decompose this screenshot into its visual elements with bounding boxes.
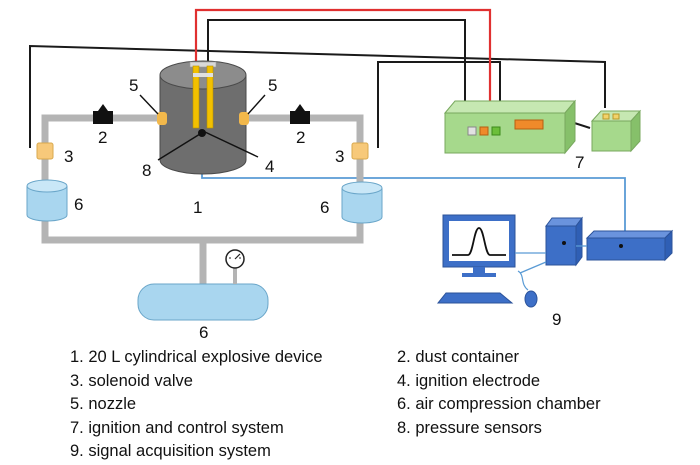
data-acquisition-box: [545, 216, 583, 267]
solenoid-valve-right: [351, 142, 369, 160]
legend-item: 2. dust container: [397, 348, 519, 366]
nozzle-left: [157, 112, 167, 125]
callout-ignition-system: 7: [575, 153, 584, 172]
legend-item: 8. pressure sensors: [397, 418, 542, 437]
callout-pressure-sensor: 8: [142, 161, 151, 180]
pressure-gauge-icon: [225, 249, 245, 284]
callout-nozzle-right: 5: [268, 76, 277, 95]
monitor-icon: [442, 214, 516, 277]
solenoid-valve-left: [36, 142, 54, 160]
dust-container-right: [290, 104, 310, 124]
legend-item: 3. solenoid valve: [70, 371, 193, 390]
callout-chamber-left: 6: [74, 195, 83, 214]
gas-pipes: [41, 114, 364, 288]
legend-item: 7. ignition and control system: [70, 418, 284, 437]
ignition-control-box: [443, 99, 577, 155]
chamber-left: [26, 179, 68, 222]
keyboard-icon: [436, 292, 514, 304]
callout-valve-right: 3: [335, 147, 344, 166]
callout-device: 1: [193, 198, 202, 217]
legend-item: 5. nozzle: [70, 395, 137, 413]
legend-right: 2. dust container 4. ignition electrode …: [397, 346, 601, 440]
ignition-electrode: [189, 61, 217, 129]
callout-air-tank: 6: [199, 323, 208, 342]
ignition-wire: [194, 8, 492, 108]
legend-left: 1. 20 L cylindrical explosive device 3. …: [70, 346, 323, 464]
callout-chamber-right: 6: [320, 198, 329, 217]
callout-dust-right: 2: [296, 128, 305, 147]
air-tank: [137, 283, 269, 321]
callout-valve-left: 3: [64, 147, 73, 166]
legend-item: 4. ignition electrode: [397, 371, 541, 390]
callout-labels: 1 2 2 3 3 4 5 5 6 6 6 7 8 9: [64, 76, 584, 342]
acquisition-cables: [515, 245, 587, 274]
pressure-sensor: [198, 129, 206, 137]
callout-nozzle-left: 5: [129, 76, 138, 95]
power-box: [590, 109, 642, 153]
nozzle-right: [239, 112, 249, 125]
legend-item: 9. signal acquisition system: [70, 442, 271, 460]
legend-item: 1. 20 L cylindrical explosive device: [70, 348, 323, 366]
callout-dust-left: 2: [98, 128, 107, 147]
dust-container-left: [93, 104, 113, 124]
callout-electrode: 4: [265, 157, 274, 176]
amplifier-box: [585, 229, 674, 262]
mouse-icon: [517, 270, 538, 308]
explosive-vessel: [159, 60, 247, 175]
chamber-right: [341, 181, 383, 224]
callout-acquisition-system: 9: [552, 310, 561, 329]
leader-lines: [139, 94, 266, 161]
legend-item: 6. air compression chamber: [397, 395, 601, 413]
